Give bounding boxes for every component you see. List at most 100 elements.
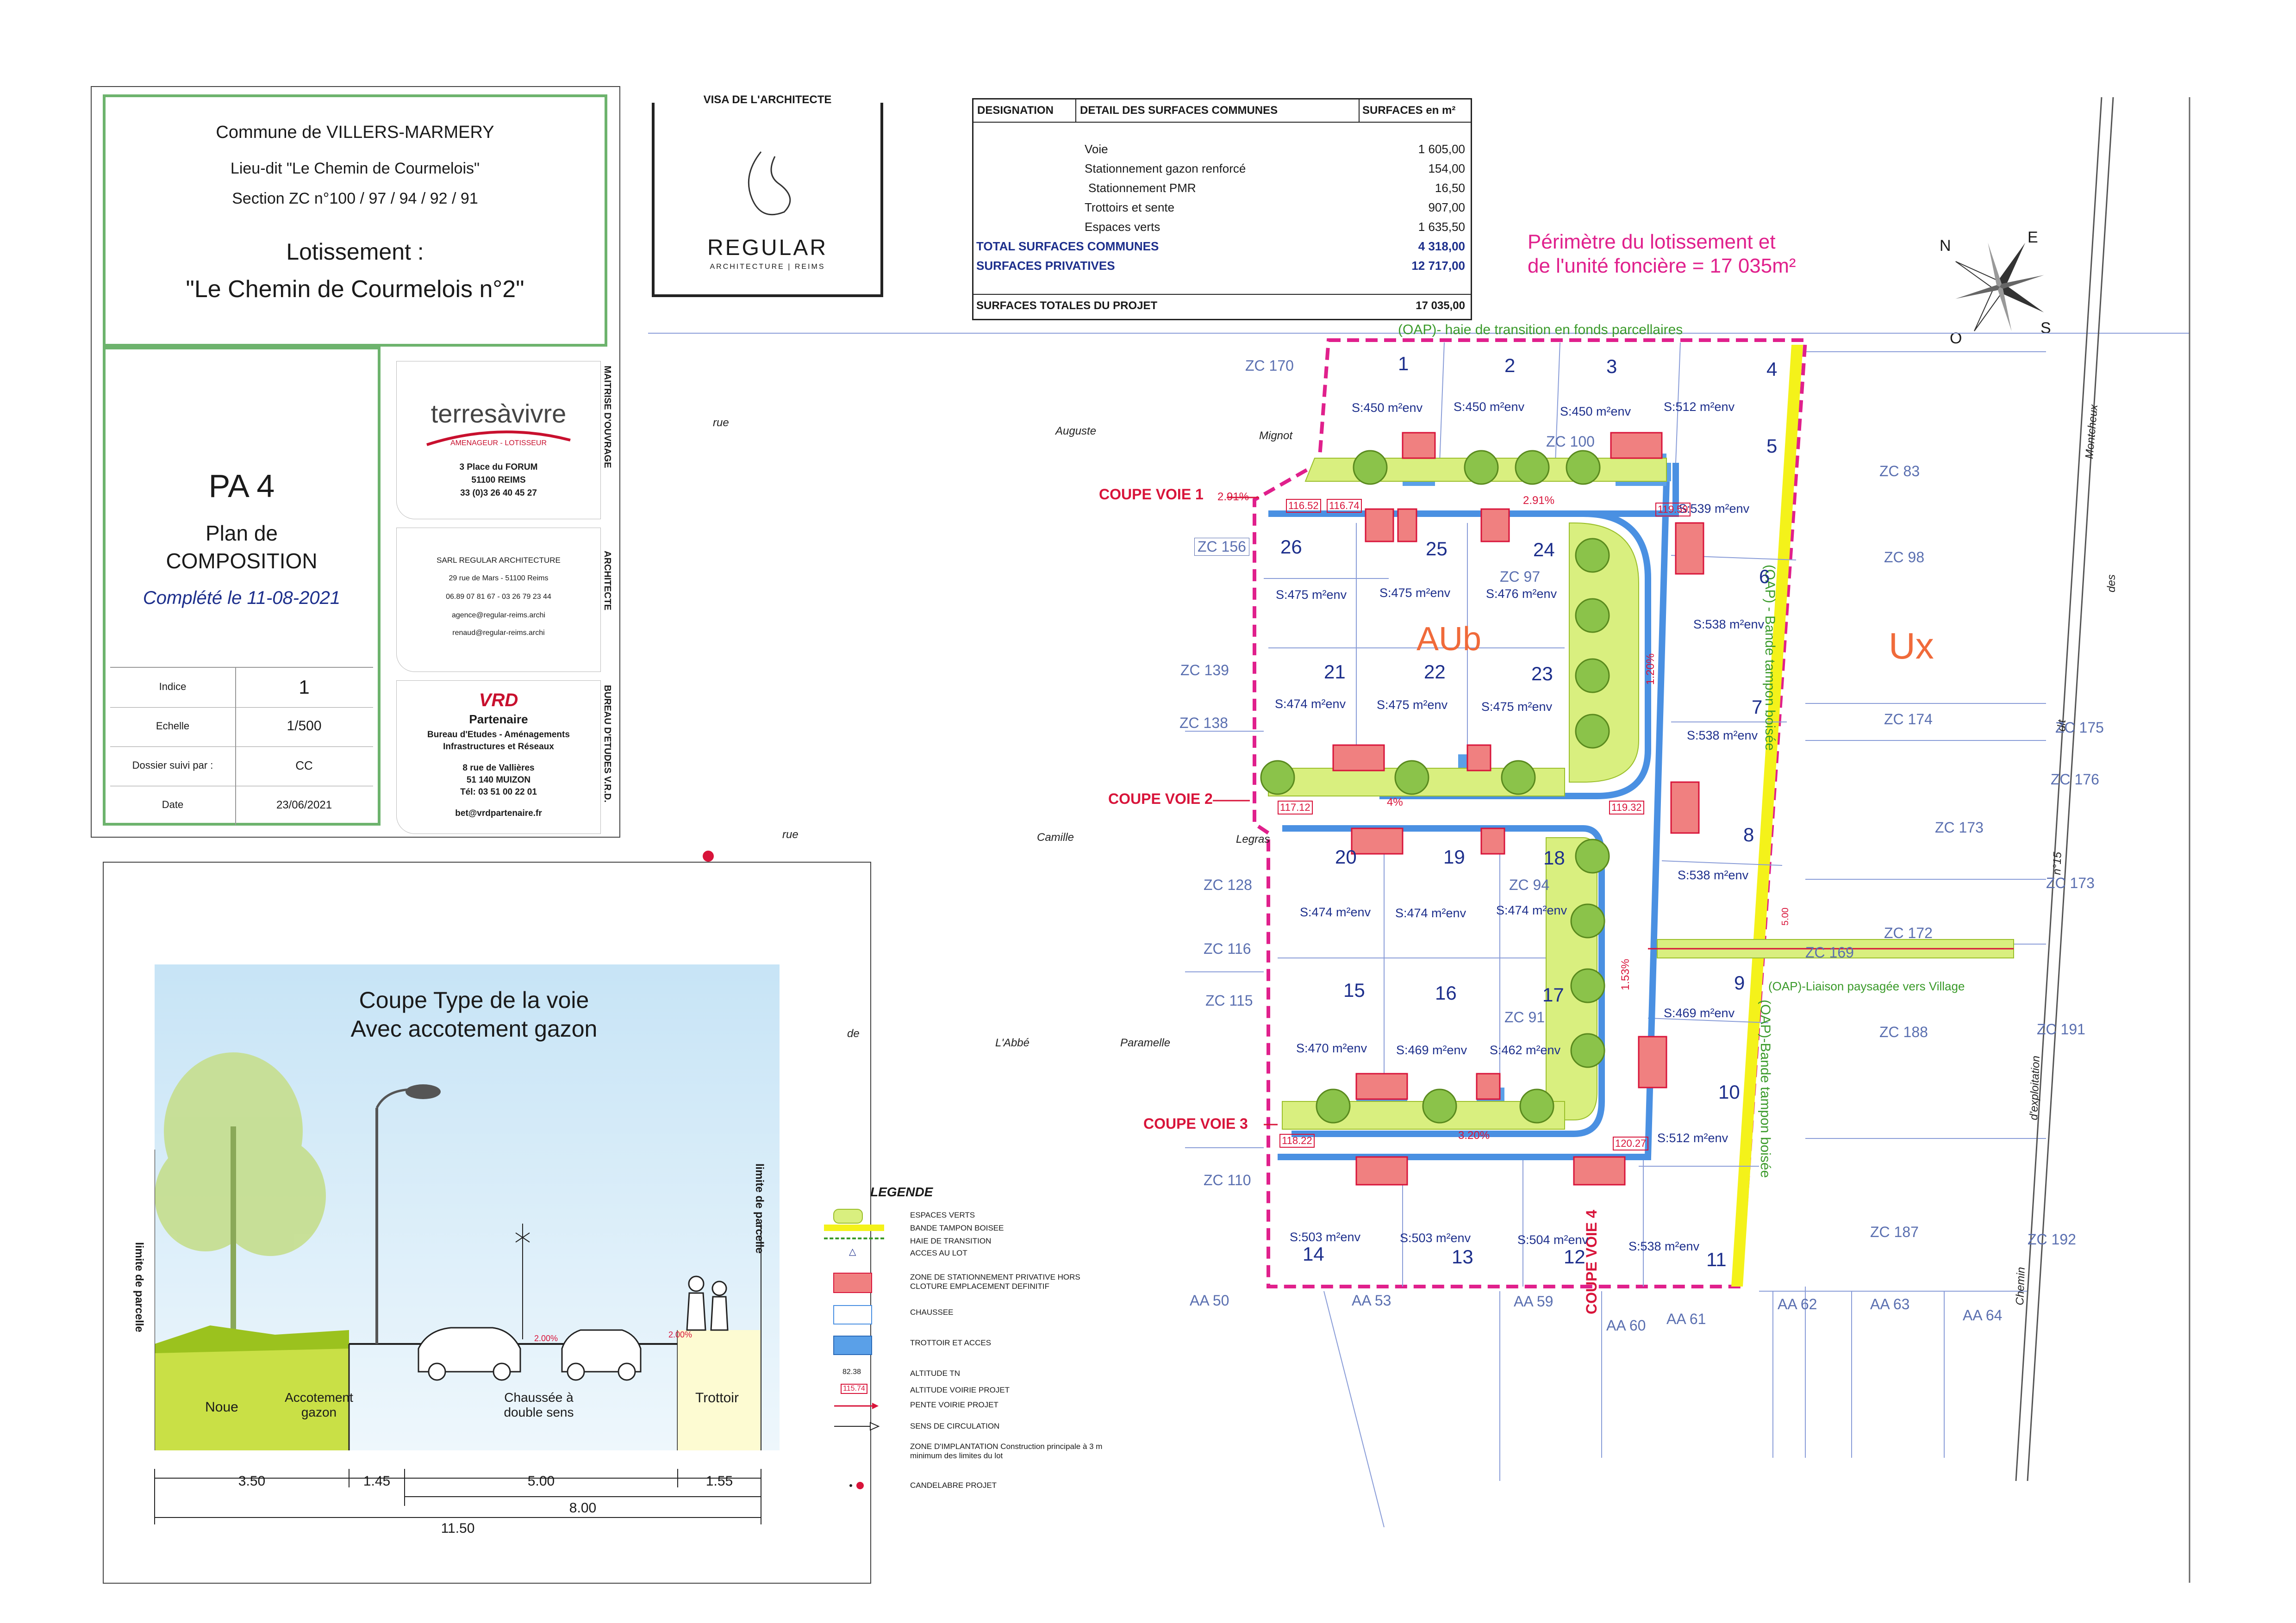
- archi-title: ARCHITECTE: [602, 551, 612, 610]
- slope-label: 3.20%: [1458, 1129, 1490, 1142]
- privatives-value: 12 717,00: [1411, 259, 1465, 273]
- lot-number: 25: [1426, 538, 1447, 560]
- legend: LEGENDE ESPACES VERTS BANDE TAMPON BOISE…: [824, 1185, 1148, 1546]
- legend-item: ZONE D'IMPLANTATION Construction princip…: [910, 1442, 1103, 1460]
- row-value: 23/06/2021: [276, 799, 332, 811]
- legend-title: LEGENDE: [870, 1185, 933, 1199]
- legend-swatch: [833, 1209, 863, 1224]
- coupe-voie-3: COUPE VOIE 3: [1143, 1115, 1248, 1132]
- altitude-label: 120.27: [1613, 1137, 1649, 1150]
- street-label: rue: [713, 417, 729, 429]
- moa-tagline: AMENAGEUR - LOTISSEUR: [450, 439, 547, 447]
- dimension-lines: [154, 1469, 761, 1524]
- regular-logo-icon: [748, 151, 791, 216]
- parcel-label: ZC 188: [1879, 1024, 1928, 1040]
- completed-date: Complété le 11-08-2021: [143, 588, 341, 608]
- parcel-label: ZC 139: [1180, 662, 1229, 678]
- label-accotement: Accotement gazon: [285, 1390, 353, 1419]
- parcel-label: ZC 174: [1884, 711, 1933, 728]
- surface-label: Stationnement PMR: [1088, 181, 1196, 195]
- plan-block: PA 4 Plan de COMPOSITION Complété le 11-…: [103, 347, 381, 826]
- lot-surface: S:475 m²env: [1481, 700, 1553, 714]
- row-label: Dossier suivi par :: [132, 759, 213, 771]
- moa-card: terresàvivre AMENAGEUR - LOTISSEUR 3 Pla…: [396, 361, 601, 519]
- street-label: Auguste: [1055, 425, 1097, 437]
- street-label: n°15: [2051, 852, 2064, 875]
- car-icon: [561, 1329, 642, 1381]
- swoosh-icon: [426, 430, 571, 446]
- label-noue: Noue: [205, 1399, 238, 1415]
- parcel-label: AA 62: [1778, 1296, 1817, 1312]
- legend-item: HAIE DE TRANSITION: [910, 1237, 992, 1245]
- parcel-label: ZC 100: [1546, 433, 1595, 450]
- parcel-label: ZC 94: [1509, 877, 1550, 893]
- lot-surface: S:474 m²env: [1496, 903, 1567, 917]
- row-value: CC: [295, 759, 313, 772]
- lot-surface: S:474 m²env: [1275, 697, 1346, 711]
- surface-value: 1 635,50: [1418, 220, 1465, 234]
- legend-item: CANDELABRE PROJET: [910, 1481, 997, 1490]
- parcel-label: AA 61: [1666, 1311, 1706, 1327]
- bet-card: VRD Partenaire Bureau d'Etudes - Aménage…: [396, 680, 601, 834]
- plan-title-2: COMPOSITION: [166, 549, 318, 573]
- header-surface: SURFACES en m²: [1362, 104, 1456, 117]
- street-label: Camille: [1037, 831, 1074, 844]
- lot-number: 6: [1759, 566, 1770, 587]
- bet-line-4: 51 140 MUIZON: [466, 775, 531, 785]
- archi-line-3: 06.89 07 81 67 - 03 26 79 23 44: [446, 593, 551, 601]
- parcel-label: ZC 169: [1805, 944, 1854, 961]
- row-label: Date: [162, 799, 184, 810]
- parcel-label: ZC 175: [2055, 719, 2104, 736]
- legend-swatch: [833, 1273, 872, 1293]
- perimetre-line-2: de l'unité foncière = 17 035m²: [1528, 255, 1796, 277]
- totales-value: 17 035,00: [1416, 299, 1465, 312]
- lot-number: 5: [1766, 435, 1778, 457]
- coupe-voie-2: COUPE VOIE 2: [1108, 790, 1213, 807]
- car-icon: [418, 1327, 521, 1381]
- parcel-label: ZC 116: [1204, 940, 1251, 957]
- legend-tn-sample: 82.38: [842, 1368, 861, 1376]
- lot-number: 24: [1533, 539, 1555, 560]
- street-label: Chemin: [2014, 1267, 2028, 1306]
- legend-swatch: [833, 1305, 872, 1325]
- legend-item: ESPACES VERTS: [910, 1211, 975, 1219]
- coupe-voie-1: COUPE VOIE 1: [1099, 486, 1204, 503]
- slope-right: 2.00%: [668, 1330, 693, 1339]
- title-block: Commune de VILLERS-MARMERY Lieu-dit "Le …: [103, 94, 607, 347]
- legend-item: BANDE TAMPON BOISEE: [910, 1224, 1004, 1232]
- lot-number: 7: [1752, 696, 1763, 718]
- bet-line-1: Bureau d'Etudes - Aménagements: [427, 730, 570, 740]
- parcel-label: ZC 173: [1935, 819, 1984, 836]
- street-label: Montcheux: [2083, 404, 2101, 460]
- plan-code: PA 4: [208, 468, 275, 504]
- commune-label: Commune de VILLERS-MARMERY: [216, 123, 494, 142]
- parcel-label: AA 63: [1870, 1296, 1910, 1312]
- zone-aub: AUb: [1416, 621, 1482, 658]
- parcel-label: ZC 191: [2037, 1021, 2085, 1038]
- oap-liaison: (OAP)-Liaison paysagée vers Village: [1768, 979, 1965, 993]
- legend-item: ALTITUDE VOIRIE PROJET: [910, 1386, 1010, 1394]
- plan-row: Dossier suivi par : CC: [110, 746, 373, 786]
- street-label: Legras: [1236, 833, 1270, 846]
- coupe-voie-4: COUPE VOIE 4: [1583, 1210, 1600, 1314]
- lot-number: 19: [1443, 846, 1465, 868]
- altitude-label: 116.74: [1327, 499, 1362, 513]
- parcel-label: AA 59: [1514, 1293, 1554, 1310]
- street-label: d'exploitation: [2028, 1055, 2042, 1120]
- oap-bande-2: (OAP)-Bande tampon boisée: [1758, 1000, 1773, 1178]
- parcel-label: AA 64: [1963, 1307, 2003, 1324]
- compass-n: N: [1940, 237, 1951, 255]
- parcel-label: AA 50: [1190, 1292, 1229, 1309]
- lot-number: 21: [1324, 661, 1346, 683]
- compass-rose-icon: [1955, 243, 2044, 331]
- plan-row: Date 23/06/2021: [110, 786, 373, 825]
- parcel-label: ZC 91: [1504, 1009, 1545, 1026]
- lot-surface: S:512 m²env: [1657, 1131, 1728, 1145]
- lot-number: 18: [1543, 847, 1565, 869]
- dim-5: 8.00: [569, 1500, 597, 1516]
- surface-label: Espaces verts: [1085, 220, 1160, 234]
- compass-s: S: [2040, 319, 2051, 337]
- lot-number: 1: [1398, 353, 1409, 374]
- legend-projet-sample: 115.74: [841, 1384, 867, 1394]
- parcel-label: ZC 176: [2051, 771, 2099, 788]
